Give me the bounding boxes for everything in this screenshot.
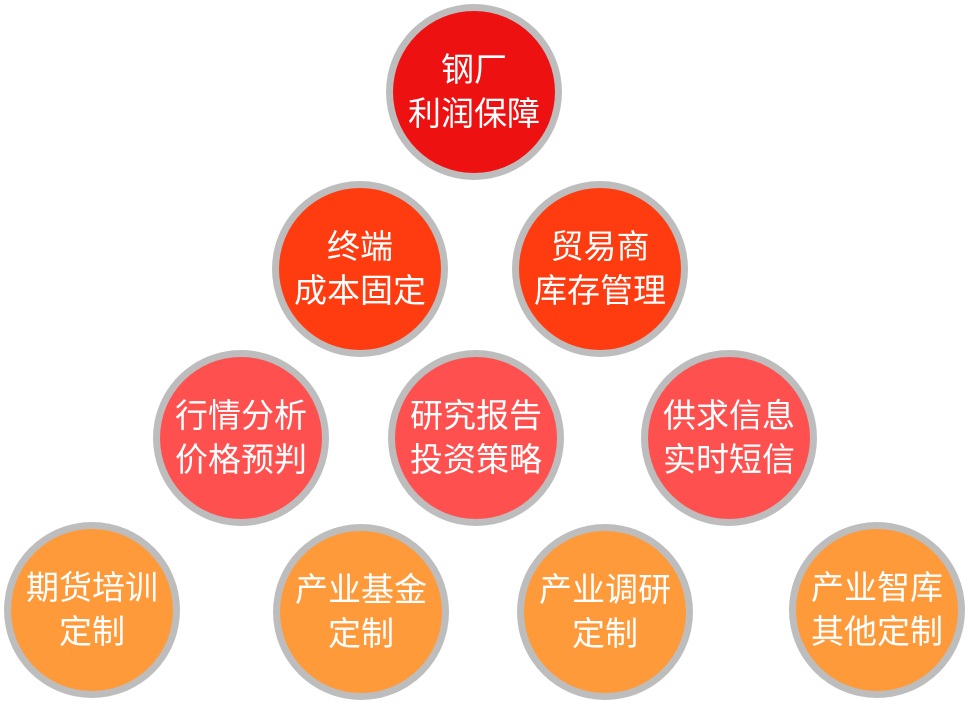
node-label-line1: 终端 — [327, 227, 393, 266]
node-industry-think-tank-circle: 产业智库 其他定制 — [796, 529, 958, 691]
node-industry-research-circle: 产业调研 定制 — [524, 531, 686, 693]
node-label-line2: 其他定制 — [811, 612, 943, 651]
node-market-forecast: 行情分析 价格预判 — [153, 350, 329, 526]
node-steel-mill-profit-circle: 钢厂 利润保障 — [393, 11, 555, 173]
node-label-line2: 定制 — [59, 612, 125, 651]
node-supply-sms-circle: 供求信息 实时短信 — [648, 357, 810, 519]
node-label-line1: 钢厂 — [441, 50, 507, 89]
node-label-line2: 库存管理 — [534, 271, 666, 310]
node-label-line2: 成本固定 — [294, 271, 426, 310]
node-label-line1: 产业基金 — [295, 570, 427, 609]
node-industry-fund-circle: 产业基金 定制 — [280, 531, 442, 693]
node-label-line1: 产业调研 — [539, 570, 671, 609]
node-label-line2: 定制 — [572, 614, 638, 653]
node-label-line1: 期货培训 — [26, 568, 158, 607]
node-label-line2: 定制 — [328, 614, 394, 653]
node-market-forecast-circle: 行情分析 价格预判 — [160, 357, 322, 519]
node-label-line1: 产业智库 — [811, 568, 943, 607]
node-label-line1: 贸易商 — [550, 227, 650, 266]
node-label-line2: 利润保障 — [408, 94, 540, 133]
node-research-strategy-circle: 研究报告 投资策略 — [395, 357, 557, 519]
node-terminal-cost-circle: 终端 成本固定 — [279, 188, 441, 350]
node-trader-inventory: 贸易商 库存管理 — [512, 181, 688, 357]
node-label-line1: 行情分析 — [175, 396, 307, 435]
node-steel-mill-profit: 钢厂 利润保障 — [386, 4, 562, 180]
node-label-line1: 供求信息 — [663, 396, 795, 435]
node-futures-training-circle: 期货培训 定制 — [11, 529, 173, 691]
node-industry-research: 产业调研 定制 — [517, 524, 693, 700]
node-label-line2: 价格预判 — [175, 440, 307, 479]
node-futures-training: 期货培训 定制 — [4, 522, 180, 698]
node-supply-sms: 供求信息 实时短信 — [641, 350, 817, 526]
node-label-line1: 研究报告 — [410, 396, 542, 435]
node-research-strategy: 研究报告 投资策略 — [388, 350, 564, 526]
node-label-line2: 投资策略 — [410, 440, 542, 479]
node-label-line2: 实时短信 — [663, 440, 795, 479]
node-terminal-cost: 终端 成本固定 — [272, 181, 448, 357]
node-industry-fund: 产业基金 定制 — [273, 524, 449, 700]
node-trader-inventory-circle: 贸易商 库存管理 — [519, 188, 681, 350]
node-industry-think-tank: 产业智库 其他定制 — [789, 522, 965, 698]
